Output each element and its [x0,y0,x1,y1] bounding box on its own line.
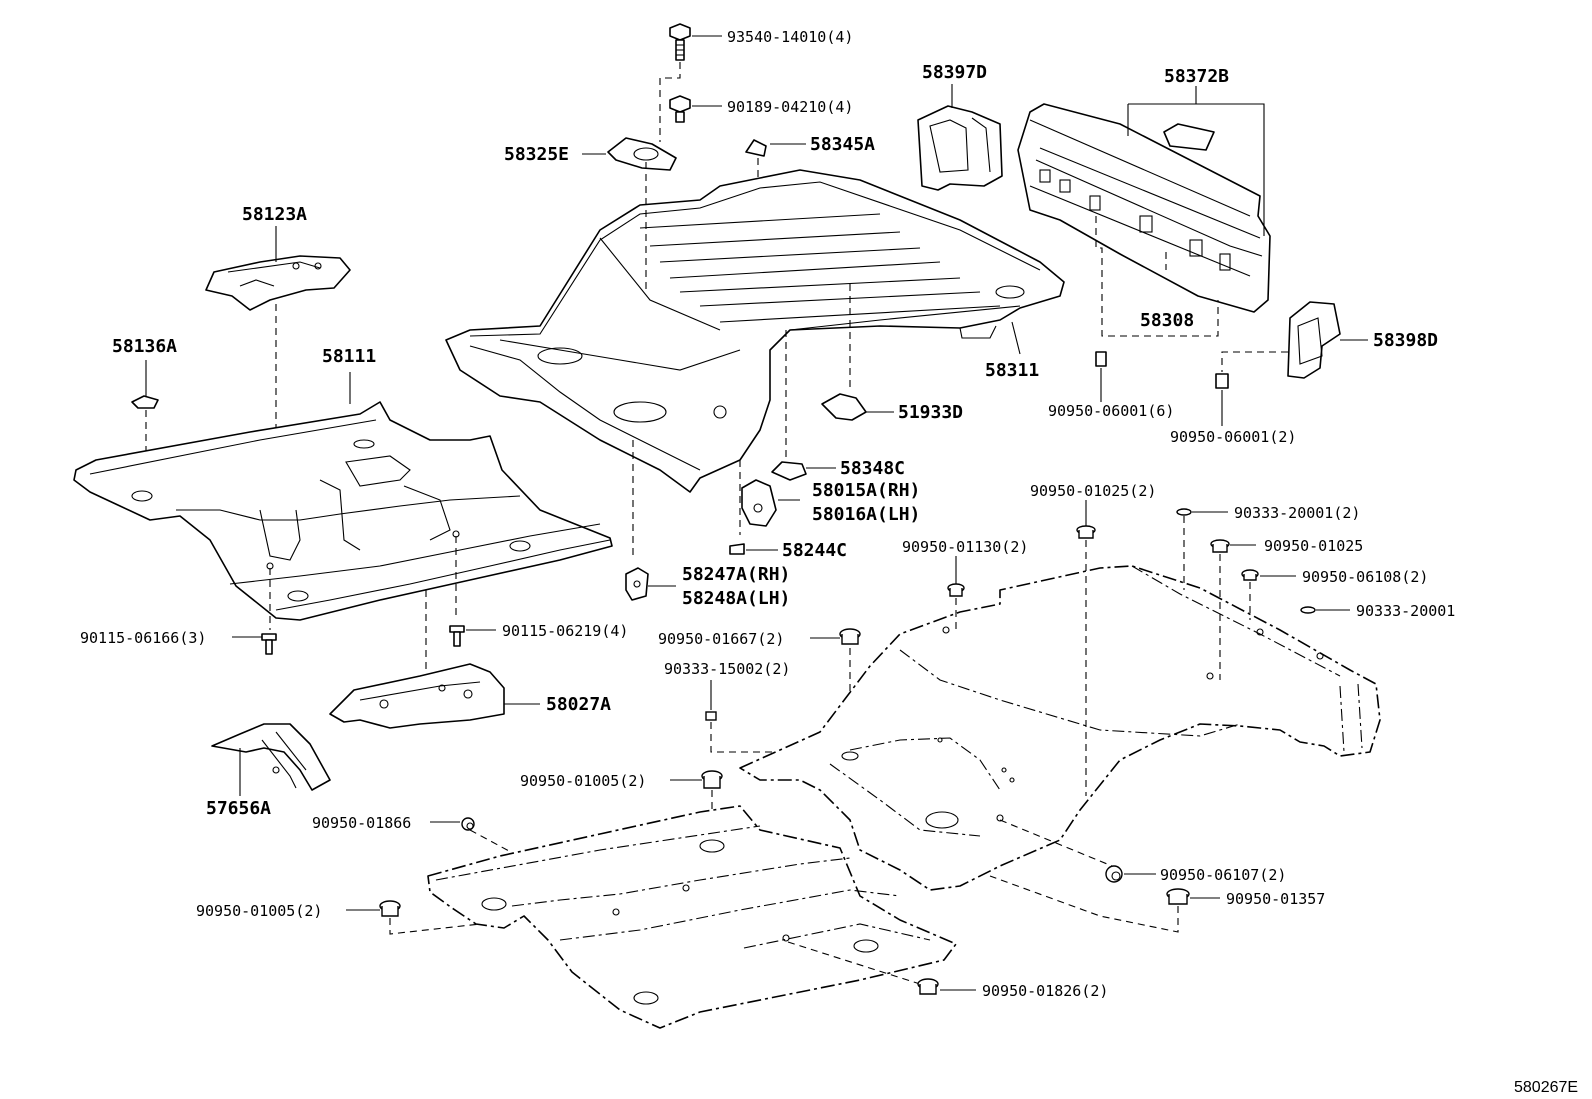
label-90950-01025-2: 90950-01025(2) [1030,482,1156,500]
grommet-90333-20001-2[interactable] [1176,508,1192,516]
nut-90189-04210[interactable] [669,95,691,123]
label-58136A: 58136A [112,336,177,357]
label-58308: 58308 [1140,310,1194,331]
label-58111: 58111 [322,346,376,367]
plug-90333-15002[interactable] [705,711,717,721]
label-90189-04210: 90189-04210(4) [727,98,853,116]
bracket-58398D[interactable] [1287,301,1341,379]
bracket-58348C[interactable] [771,461,807,481]
label-58345A: 58345A [810,134,875,155]
label-90115-06166: 90115-06166(3) [80,629,206,647]
plug-90950-01005-b[interactable] [379,900,401,917]
label-58397D: 58397D [922,62,987,83]
label-90333-20001: 90333-20001 [1356,602,1455,620]
label-58247A: 58247A(RH) [682,564,790,585]
plug-90950-01130[interactable] [947,583,965,597]
label-58372B: 58372B [1164,66,1229,87]
label-58248A: 58248A(LH) [682,588,790,609]
plug-90950-01025[interactable] [1210,539,1230,553]
label-90950-01866: 90950-01866 [312,814,411,832]
label-58027A: 58027A [546,694,611,715]
grommet-90333-20001[interactable] [1300,606,1316,614]
front-floor-pan-58111[interactable] [73,401,613,621]
figure-code: 580267E [1514,1079,1578,1096]
rear-floor-carpet[interactable] [739,565,1381,891]
label-58123A: 58123A [242,204,307,225]
label-90950-06001-2: 90950-06001(2) [1170,428,1296,446]
label-57656A: 57656A [206,798,271,819]
front-floor-carpet[interactable] [427,805,957,1029]
label-58311: 58311 [985,360,1039,381]
label-58398D: 58398D [1373,330,1438,351]
bracket-58123A[interactable] [205,255,351,311]
label-90333-20001-2: 90333-20001(2) [1234,504,1360,522]
bracket-51933D[interactable] [821,393,867,421]
bracket-58027A[interactable] [329,663,505,729]
label-90333-15002: 90333-15002(2) [664,660,790,678]
label-90950-01025: 90950-01025 [1264,537,1363,555]
plug-90950-06107[interactable] [1105,865,1123,883]
label-90950-01005-b: 90950-01005(2) [196,902,322,920]
plug-90950-06108[interactable] [1241,569,1259,581]
screw-90115-06219[interactable] [449,625,465,647]
bracket-58345A[interactable] [745,139,767,157]
label-58348C: 58348C [840,458,905,479]
label-90950-06107: 90950-06107(2) [1160,866,1286,884]
plug-90950-01357[interactable] [1166,888,1190,905]
bracket-58325E[interactable] [607,137,677,171]
bracket-58015A[interactable] [741,479,777,527]
label-90950-06108: 90950-06108(2) [1302,568,1428,586]
label-58244C: 58244C [782,540,847,561]
label-90950-01130: 90950-01130(2) [902,538,1028,556]
clip-90950-06001-2[interactable] [1215,373,1229,389]
plug-90950-01866[interactable] [461,817,475,831]
plug-90950-01005-a[interactable] [701,770,723,789]
label-90115-06219: 90115-06219(4) [502,622,628,640]
bolt-93540-14010[interactable] [669,23,691,61]
label-58016A: 58016A(LH) [812,504,920,525]
label-58015A: 58015A(RH) [812,480,920,501]
label-90950-01826: 90950-01826(2) [982,982,1108,1000]
pad-58244C[interactable] [729,543,745,555]
screw-90115-06166[interactable] [261,633,277,655]
clip-90950-06001-6[interactable] [1095,351,1107,367]
bracket-57656A[interactable] [211,723,331,791]
plug-90950-01025-2[interactable] [1076,525,1096,539]
rear-floor-pan-58311[interactable] [445,169,1065,493]
label-93540-14010: 93540-14010(4) [727,28,853,46]
label-90950-01005-a: 90950-01005(2) [520,772,646,790]
bracket-58136A[interactable] [131,395,159,409]
plug-90950-01826[interactable] [917,978,939,995]
label-90950-01667: 90950-01667(2) [658,630,784,648]
plug-90950-01667[interactable] [839,628,861,645]
bracket-58247A[interactable] [625,567,649,601]
label-58325E: 58325E [504,144,569,165]
label-90950-06001-6: 90950-06001(6) [1048,402,1174,420]
rear-panel-58308[interactable] [1017,103,1271,313]
label-51933D: 51933D [898,402,963,423]
bracket-58397D[interactable] [917,105,1003,191]
label-90950-01357: 90950-01357 [1226,890,1325,908]
